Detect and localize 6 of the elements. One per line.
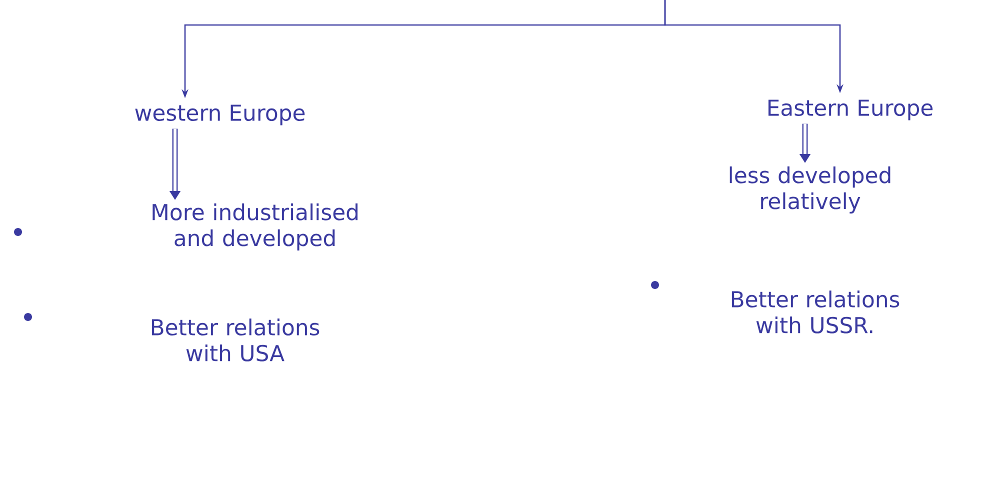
text-label: More industrialised and developed	[152, 203, 358, 251]
bullet-text: Better relations with USSR.	[732, 290, 900, 334]
text-label: Eastern Europe	[768, 100, 933, 120]
text-label: less developed relatively	[730, 166, 890, 214]
bullet-text: Better relations with USA	[152, 318, 320, 362]
text-label: western Europe	[135, 104, 305, 126]
